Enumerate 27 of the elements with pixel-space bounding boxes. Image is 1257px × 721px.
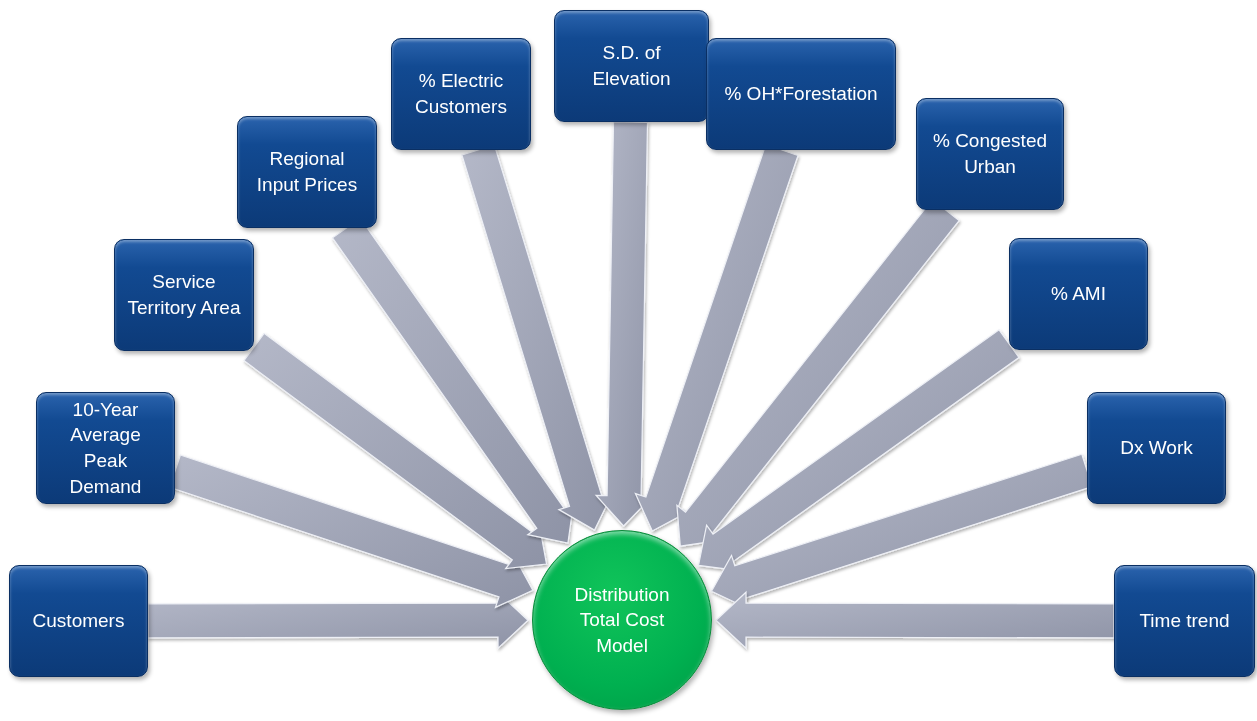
node-label: % Electric Customers [414, 69, 508, 119]
node-label: Customers [32, 609, 125, 634]
node-label: % Congested Urban [931, 129, 1049, 179]
input-box [391, 38, 531, 150]
node-label: Time trend [1139, 609, 1230, 634]
arrow [715, 590, 1115, 650]
node-label: Dx Work [1120, 436, 1193, 461]
node-label: % OH*Forestation [724, 82, 878, 107]
node-label: S.D. of Elevation [591, 41, 672, 91]
input-box [916, 98, 1064, 210]
input-box [1114, 565, 1255, 677]
input-box [1009, 238, 1148, 350]
node-label: Distribution Total Cost Model [573, 582, 671, 658]
node-label: 10-Year Average Peak Demand [68, 397, 143, 499]
input-box [554, 10, 709, 122]
node-label: Regional Input Prices [255, 147, 359, 197]
model-circle [532, 530, 712, 710]
input-box [706, 38, 896, 150]
input-box [237, 116, 377, 228]
input-box [9, 565, 148, 677]
input-box [114, 239, 254, 351]
input-box [1087, 392, 1226, 504]
node-label: % AMI [1051, 282, 1106, 307]
input-box [36, 392, 175, 504]
node-label: Service Territory Area [126, 270, 242, 320]
arrow [697, 328, 1020, 572]
arrow [243, 332, 548, 570]
